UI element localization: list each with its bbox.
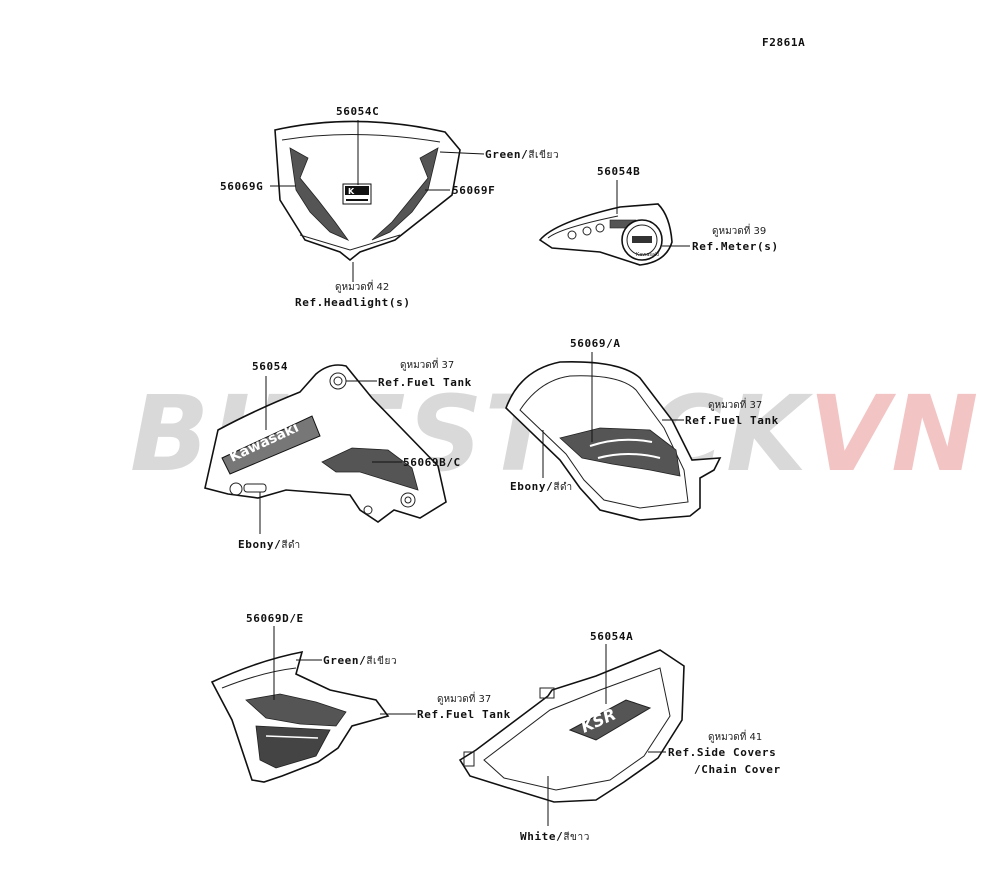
flame-decal-left (289, 147, 350, 241)
meter-section-ref-th: ดูหมวดที่ 39 (712, 223, 766, 237)
label-56069BC: 56069B/C (403, 456, 461, 469)
lower-shroud-left (210, 650, 390, 783)
flame-decal-56069A (559, 427, 681, 477)
label-white: White/สีขาว (520, 830, 590, 843)
label-56069DE: 56069D/E (246, 612, 304, 625)
fuel-tank-2-section-ref-th: ดูหมวดที่ 37 (708, 397, 762, 411)
label-green-1: Green/สีเขียว (485, 148, 559, 161)
label-56054C: 56054C (336, 105, 379, 118)
ref-headlight: Ref.Headlight(s) (295, 296, 411, 309)
flame-decal-right (371, 147, 439, 241)
ref-fuel-tank-1: Ref.Fuel Tank (378, 376, 472, 389)
ref-fuel-tank-3: Ref.Fuel Tank (417, 708, 511, 721)
flame-decal-56069DE (245, 693, 347, 727)
label-56069G: 56069G (220, 180, 263, 193)
label-56054B: 56054B (597, 165, 640, 178)
label-ebony-2: Ebony/สีดำ (510, 480, 573, 493)
side-cover-section-ref-th: ดูหมวดที่ 41 (708, 729, 762, 743)
watermark-part2: VN (809, 373, 981, 495)
svg-text:Kawasaki: Kawasaki (636, 252, 659, 258)
ref-chain-cover: /Chain Cover (694, 763, 781, 776)
ref-fuel-tank-2: Ref.Fuel Tank (685, 414, 779, 427)
side-cover: KSR (458, 649, 685, 803)
fuel-tank-1-section-ref-th: ดูหมวดที่ 37 (400, 357, 454, 371)
ref-side-covers: Ref.Side Covers (668, 746, 776, 759)
label-56054: 56054 (252, 360, 288, 373)
ref-meter: Ref.Meter(s) (692, 240, 779, 253)
label-56069A: 56069/A (570, 337, 621, 350)
flame-decal-56069BC (321, 447, 419, 491)
label-ebony-1: Ebony/สีดำ (238, 538, 301, 551)
label-green-1-en: Green/ (485, 148, 528, 161)
label-56069F: 56069F (452, 184, 495, 197)
label-green-2-en: Green/ (323, 654, 366, 667)
headlight-cowl: K (274, 120, 461, 262)
label-56054A: 56054A (590, 630, 633, 643)
svg-text:K: K (348, 187, 355, 196)
kawasaki-decal-band (221, 415, 321, 475)
meter-assembly: Kawasaki (538, 203, 673, 266)
fuel-tank-shroud-right (505, 361, 722, 521)
label-ebony-2-en: Ebony/ (510, 480, 553, 493)
fuel-tank-shroud-left: Kawasaki (204, 364, 447, 523)
fuel-tank-3-section-ref-th: ดูหมวดที่ 37 (437, 691, 491, 705)
label-ebony-2-th: สีดำ (553, 481, 572, 493)
headlight-section-ref-th: ดูหมวดที่ 42 (335, 279, 389, 293)
label-white-en: White/ (520, 830, 563, 843)
label-green-2-th: สีเขียว (366, 655, 397, 667)
ksr-decal (568, 699, 652, 741)
label-ebony-1-en: Ebony/ (238, 538, 281, 551)
label-white-th: สีขาว (563, 831, 590, 843)
label-green-1-th: สีเขียว (528, 149, 559, 161)
label-green-2: Green/สีเขียว (323, 654, 397, 667)
label-ebony-1-th: สีดำ (281, 539, 300, 551)
figure-code: F2861A (762, 36, 805, 49)
